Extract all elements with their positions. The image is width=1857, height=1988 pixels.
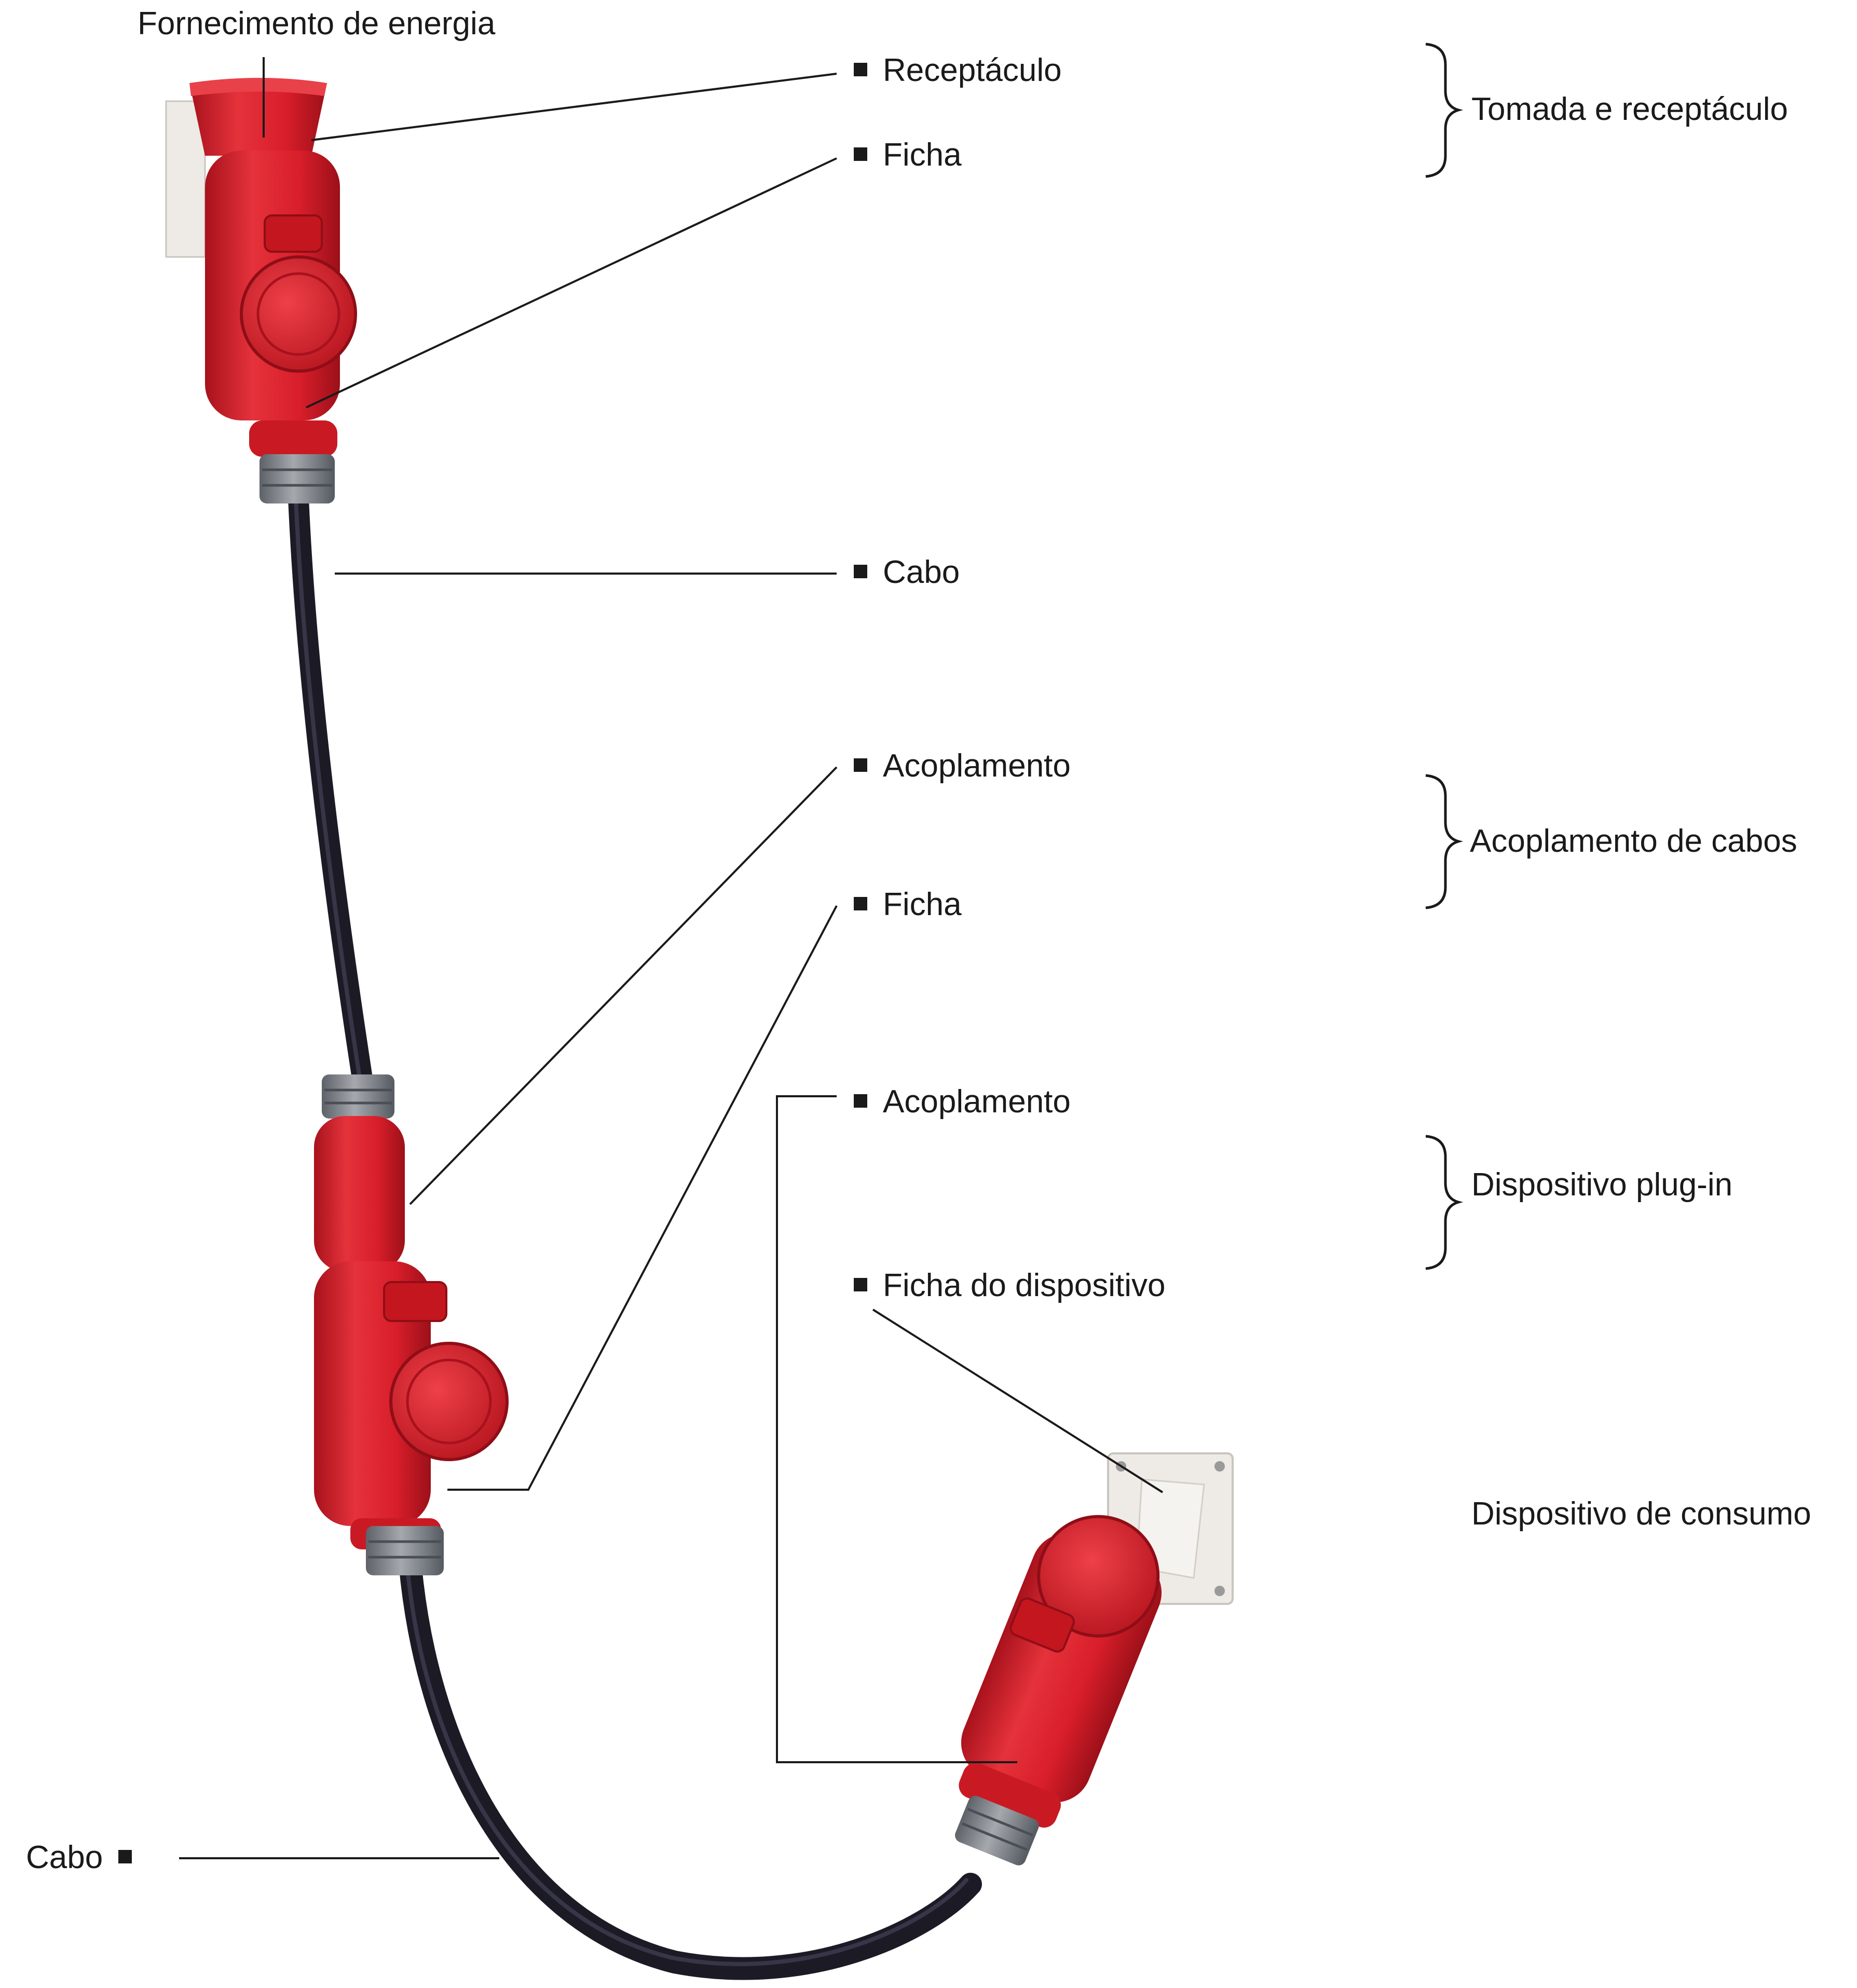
label-consumo-text: Dispositivo de consumo — [1471, 1496, 1811, 1532]
leader-ficha-dispositivo — [872, 1309, 1164, 1493]
label-cabo-bottom-text: Cabo — [26, 1840, 103, 1875]
brace-icons — [1425, 43, 1464, 1270]
leader-lines — [179, 57, 1164, 1859]
group-acoplamento-cabos: Acoplamento de cabos — [1470, 825, 1797, 857]
label-receptaculo: Receptáculo — [854, 55, 1062, 87]
label-cabo-bottom: Cabo — [26, 1842, 132, 1874]
bullet-square-icon — [854, 62, 867, 76]
group-plug-in-text: Dispositivo plug-in — [1471, 1167, 1733, 1203]
cable-lower — [399, 1551, 982, 1980]
label-cabo-top-text: Cabo — [883, 554, 960, 590]
label-ficha-top: Ficha — [854, 139, 962, 171]
bullet-square-icon — [854, 1094, 867, 1108]
bullet-square-icon — [854, 147, 867, 161]
cable-coupling-assembly — [314, 1074, 509, 1575]
leader-receptaculo — [311, 73, 837, 141]
group-tomada: Tomada e receptáculo — [1471, 93, 1788, 126]
bullet-square-icon — [854, 896, 867, 910]
label-acoplamento-1-text: Acoplamento — [883, 748, 1071, 784]
label-acoplamento-2: Acoplamento — [854, 1086, 1071, 1118]
leader-ficha-top — [306, 157, 837, 409]
label-ficha-mid: Ficha — [854, 889, 962, 921]
receptacle-wall-mounted — [165, 78, 357, 503]
bullet-square-icon — [854, 564, 867, 578]
label-consumo: Dispositivo de consumo — [1471, 1498, 1811, 1530]
bullet-square-icon — [118, 1849, 132, 1863]
leader-acoplamento-1 — [409, 766, 838, 1205]
bullet-square-icon — [854, 758, 867, 772]
label-acoplamento-2-text: Acoplamento — [883, 1084, 1071, 1120]
label-ficha-dispositivo: Ficha do dispositivo — [854, 1270, 1166, 1302]
label-receptaculo-text: Receptáculo — [883, 52, 1062, 88]
leader-acoplamento-2 — [776, 1095, 1017, 1763]
curly-brace-icon — [1425, 43, 1464, 178]
curly-brace-icon — [1425, 1135, 1464, 1270]
label-ficha-mid-text: Ficha — [883, 887, 962, 922]
curly-brace-icon — [1425, 774, 1464, 909]
device-plug-assembly — [955, 1452, 1234, 1866]
group-acoplamento-cabos-text: Acoplamento de cabos — [1470, 823, 1797, 859]
label-ficha-dispositivo-text: Ficha do dispositivo — [883, 1268, 1166, 1303]
label-cabo-top: Cabo — [854, 556, 960, 589]
label-ficha-top-text: Ficha — [883, 137, 962, 173]
label-fornecimento-text: Fornecimento de energia — [138, 6, 496, 42]
cable-upper — [288, 488, 374, 1095]
group-tomada-text: Tomada e receptáculo — [1471, 91, 1788, 127]
label-fornecimento: Fornecimento de energia — [138, 8, 495, 40]
label-acoplamento-1: Acoplamento — [854, 750, 1071, 782]
leader-ficha-mid — [447, 905, 838, 1491]
group-plug-in: Dispositivo plug-in — [1471, 1169, 1732, 1201]
bullet-square-icon — [854, 1277, 867, 1291]
